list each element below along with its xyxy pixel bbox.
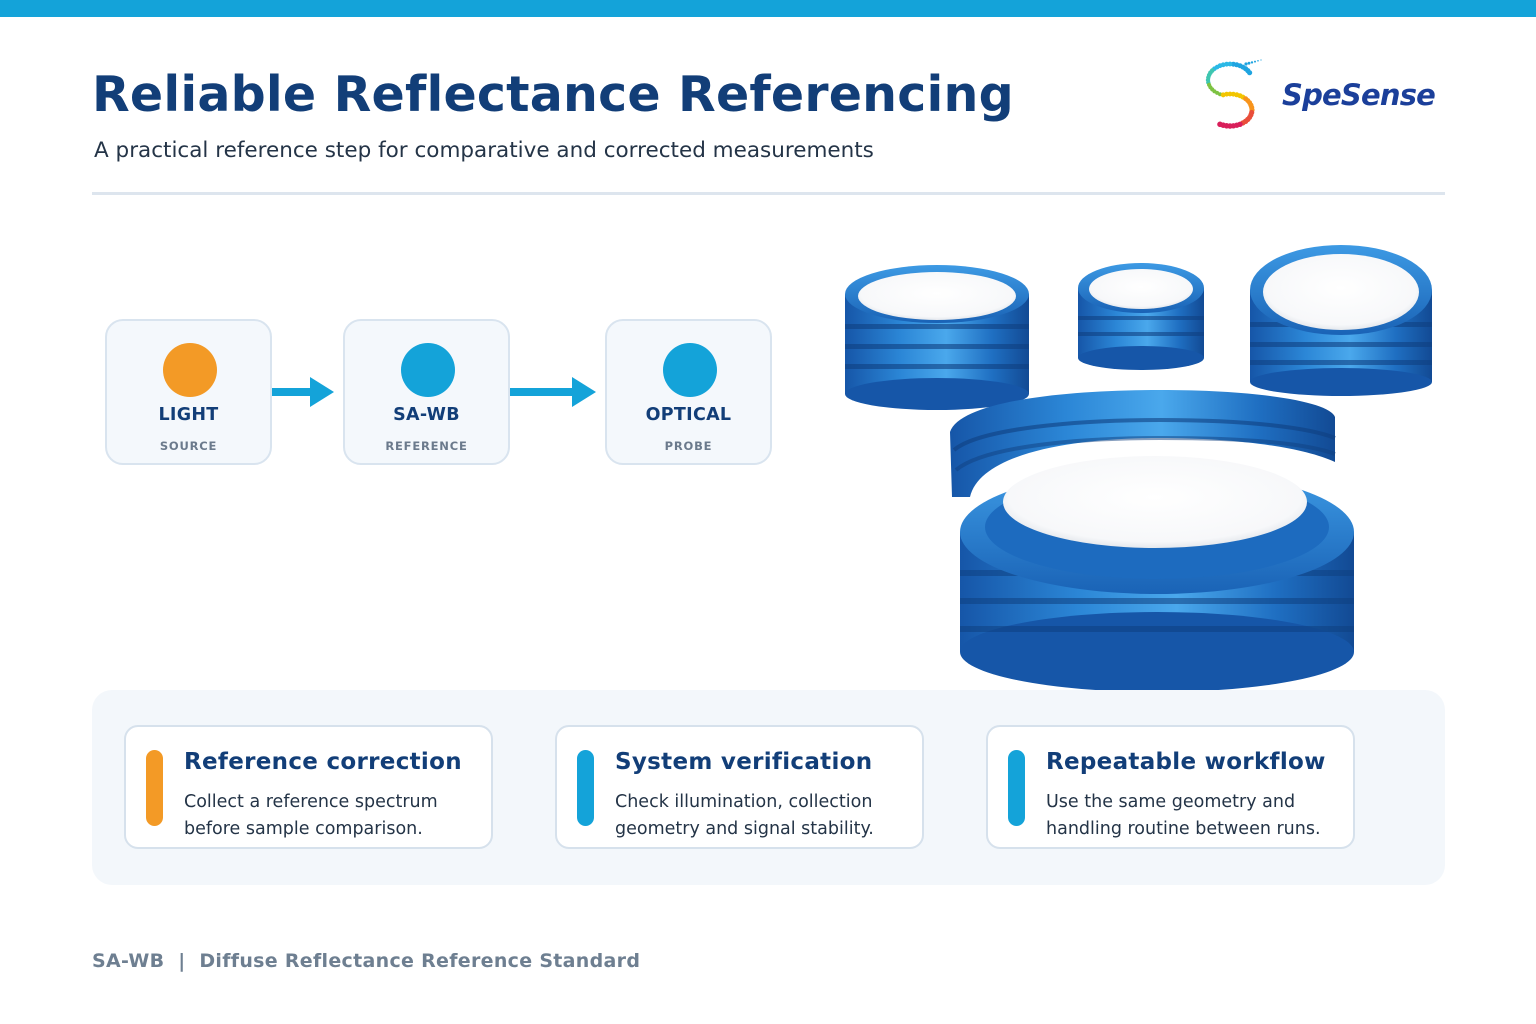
feature-card-system-verification: System verification Check illumination, …: [555, 725, 924, 849]
logo-dot: [1254, 60, 1256, 63]
footer-model: SA-WB: [92, 950, 165, 972]
feature-card-reference-correction: Reference correction Collect a reference…: [124, 725, 493, 849]
feature-card-title: Reference correction: [184, 749, 462, 775]
logo-dot: [1217, 121, 1223, 128]
feature-card-text: Use the same geometry and handling routi…: [1046, 792, 1321, 839]
logo-dot: [1227, 91, 1233, 97]
feature-card-title: System verification: [615, 749, 873, 775]
page-title: Reliable Reflectance Referencing: [92, 66, 1014, 123]
holder-small-middle: [1078, 263, 1204, 370]
spesense-logo-icon: [1205, 59, 1262, 129]
flow-step-optical-probe: OPTICAL PROBE: [605, 319, 772, 465]
header-divider: [92, 192, 1445, 195]
footer-separator: |: [178, 950, 186, 972]
logo-dot: [1224, 91, 1229, 97]
logo-dot: [1250, 61, 1254, 64]
card-accent-bar: [146, 750, 163, 826]
logo-dot: [1260, 59, 1262, 61]
logo-dot: [1244, 62, 1248, 66]
flow-step-sublabel: SOURCE: [159, 439, 218, 453]
flow-arrow-icon: [510, 377, 596, 407]
light-source-dot-icon: [163, 343, 217, 397]
flow-arrow-icon: [272, 377, 334, 407]
flow-step-light-source: LIGHT SOURCE: [105, 319, 272, 465]
top-accent-bar: [0, 0, 1536, 17]
holder-small-left: [845, 265, 1029, 410]
holder-large-base: [960, 456, 1354, 690]
footer-description: Diffuse Reflectance Reference Standard: [199, 950, 641, 972]
flow-step-label: SA-WB: [393, 405, 460, 425]
holder-small-right: [1250, 245, 1432, 396]
page-subtitle: A practical reference step for comparati…: [94, 138, 874, 163]
footer-caption: SA-WB | Diffuse Reflectance Reference St…: [92, 950, 640, 972]
feature-card-text: Collect a reference spectrum before samp…: [184, 792, 438, 839]
optical-probe-dot-icon: [663, 343, 717, 397]
flow-step-label: OPTICAL: [645, 405, 732, 425]
flow-step-label: LIGHT: [158, 405, 219, 425]
logo-dot: [1257, 60, 1259, 62]
flow-step-sublabel: PROBE: [664, 439, 713, 453]
reference-dot-icon: [401, 343, 455, 397]
card-accent-bar: [1008, 750, 1025, 826]
flow-step-reference: SA-WB REFERENCE: [343, 319, 510, 465]
logo-wordmark: SpeSense: [1282, 78, 1436, 112]
reflectance-standard-product-image: [845, 245, 1432, 690]
feature-card-repeatable-workflow: Repeatable workflow Use the same geometr…: [986, 725, 1355, 849]
card-accent-bar: [577, 750, 594, 826]
logo-dot: [1247, 61, 1251, 65]
feature-card-text: Check illumination, collection geometry …: [615, 792, 874, 839]
feature-card-title: Repeatable workflow: [1046, 749, 1326, 775]
logo-dot: [1227, 61, 1233, 67]
holder-large-lid: [950, 390, 1336, 497]
flow-step-sublabel: REFERENCE: [385, 439, 468, 453]
